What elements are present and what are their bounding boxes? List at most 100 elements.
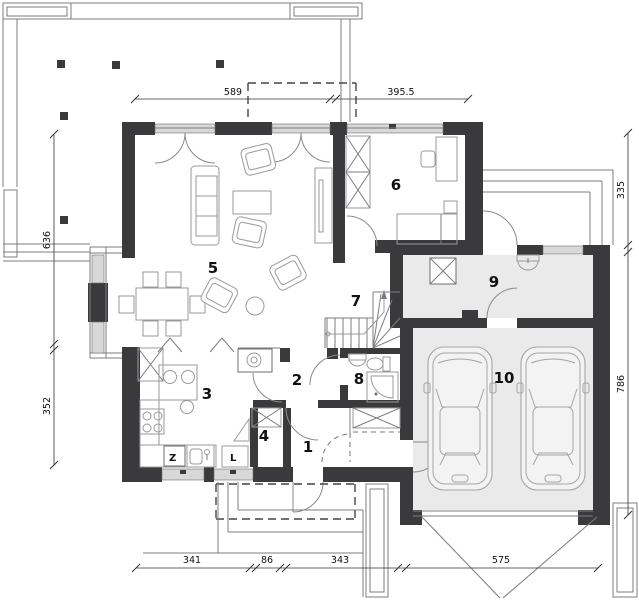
room-label-3: 3: [202, 385, 212, 403]
room-label-10: 10: [494, 369, 515, 387]
coffee-table-icon: [232, 190, 272, 215]
dashed-door-swing-icon: [321, 433, 351, 463]
porch-canopy-dashed: [215, 483, 356, 520]
room-labels: 1 2 3 4 5 6 7 8 9 10: [202, 176, 515, 456]
car-icon: [423, 346, 497, 491]
entrance-porch: [143, 482, 389, 598]
nightstand-icon: [443, 200, 458, 214]
hob-icon: [139, 408, 165, 435]
dim-right-2: 786: [616, 375, 627, 393]
dining-table-icon: [135, 287, 189, 321]
door-swing-icon: [285, 407, 319, 441]
window-icon: [542, 245, 584, 255]
armchair-icon: [231, 216, 267, 249]
dim-bottom-2: 86: [261, 555, 273, 566]
room-label-2: 2: [292, 371, 302, 389]
column-icon: [365, 483, 389, 598]
door-swing-icon: [486, 287, 518, 319]
dim-bottom-1: 341: [183, 555, 201, 566]
room-label-8: 8: [354, 370, 364, 388]
dim-left-2: 352: [42, 397, 53, 415]
dim-top-1: 589: [224, 87, 242, 98]
pergola-posts: [57, 60, 224, 224]
fridge-label: L: [230, 453, 237, 464]
post-icon: [57, 60, 65, 68]
door-swing-icon: [482, 210, 518, 246]
dining-furniture: [118, 254, 307, 353]
side-table-icon: [245, 296, 265, 316]
oven-icon: [237, 348, 273, 373]
hall-oven: [237, 348, 273, 373]
post-icon: [60, 216, 68, 224]
opening-marker-icon: [157, 337, 183, 353]
car-icon: [516, 346, 590, 491]
pantry-door-leaf-icon: [233, 417, 250, 442]
canopy-dashed-outline: [247, 82, 357, 122]
shower-icon: [366, 371, 399, 403]
kitchen-sink-icon: [186, 444, 215, 468]
door-swing-icon: [154, 132, 186, 164]
window-icon: [161, 468, 205, 481]
post-icon: [112, 61, 120, 69]
fridge-icon: [221, 445, 249, 468]
dishwasher-label: Z: [169, 453, 176, 464]
car-mirror-icon: [516, 382, 524, 394]
door-swing-icon: [252, 372, 283, 403]
dimensions: 589 395.5 636 352 335 786 341 86 343 575: [42, 87, 633, 573]
armchair-icon: [269, 254, 307, 291]
pantry-shelf-icon: [251, 407, 282, 428]
bathroom-fixtures: [348, 353, 399, 403]
stair-direction-arrow-icon: [381, 290, 387, 299]
column-icon: [612, 502, 638, 598]
room-label-7: 7: [351, 292, 361, 310]
room-label-5: 5: [208, 259, 218, 277]
pantry-vestibule: [233, 407, 401, 442]
desk-icon: [435, 136, 458, 182]
window-icon: [91, 254, 105, 284]
door-swing-icon: [300, 132, 331, 163]
rear-terrace-steps: [483, 169, 614, 245]
walls: [88, 122, 610, 525]
car-mirror-icon: [582, 382, 590, 394]
entrance-door-swing-icon: [292, 481, 324, 513]
garage: [413, 346, 638, 599]
window-icon: [213, 468, 254, 481]
doors: [154, 132, 518, 513]
bedroom-furniture: [345, 135, 458, 245]
toilet-icon: [366, 357, 384, 371]
wardrobe-icon: [352, 407, 401, 429]
room-label-4: 4: [259, 427, 269, 445]
driveway-line: [502, 516, 598, 599]
room-label-6: 6: [391, 176, 401, 194]
post-icon: [216, 60, 224, 68]
kitchen-counter-icon: [158, 364, 198, 401]
kitchen-furniture: Z L: [137, 347, 249, 468]
window-icon: [91, 321, 105, 354]
dim-bottom-4: 575: [492, 555, 510, 566]
bed-icon: [396, 213, 458, 245]
door-swing-icon: [309, 354, 341, 386]
dim-top-2: 395.5: [387, 87, 414, 98]
car-mirror-icon: [423, 382, 431, 394]
dim-bottom-3: 343: [331, 555, 349, 566]
room-label-9: 9: [489, 273, 499, 291]
sink-icon: [348, 353, 367, 361]
armchair-icon: [200, 277, 239, 314]
opening-marker-icon: [209, 337, 235, 353]
dishwasher-icon: [163, 445, 186, 467]
room-label-1: 1: [303, 438, 313, 456]
living-room-furniture: [190, 143, 333, 249]
dim-right-1: 335: [616, 181, 627, 199]
staircase: [324, 290, 401, 349]
door-swing-icon: [184, 132, 216, 164]
utility-fixtures: [429, 254, 540, 285]
door-swing-icon: [271, 132, 302, 163]
windows: [154, 123, 584, 481]
dim-left-1: 636: [42, 231, 53, 249]
driveway-line: [421, 516, 501, 599]
terrace-pergola: [2, 2, 363, 262]
post-icon: [60, 112, 68, 120]
car-mirror-icon: [489, 382, 497, 394]
